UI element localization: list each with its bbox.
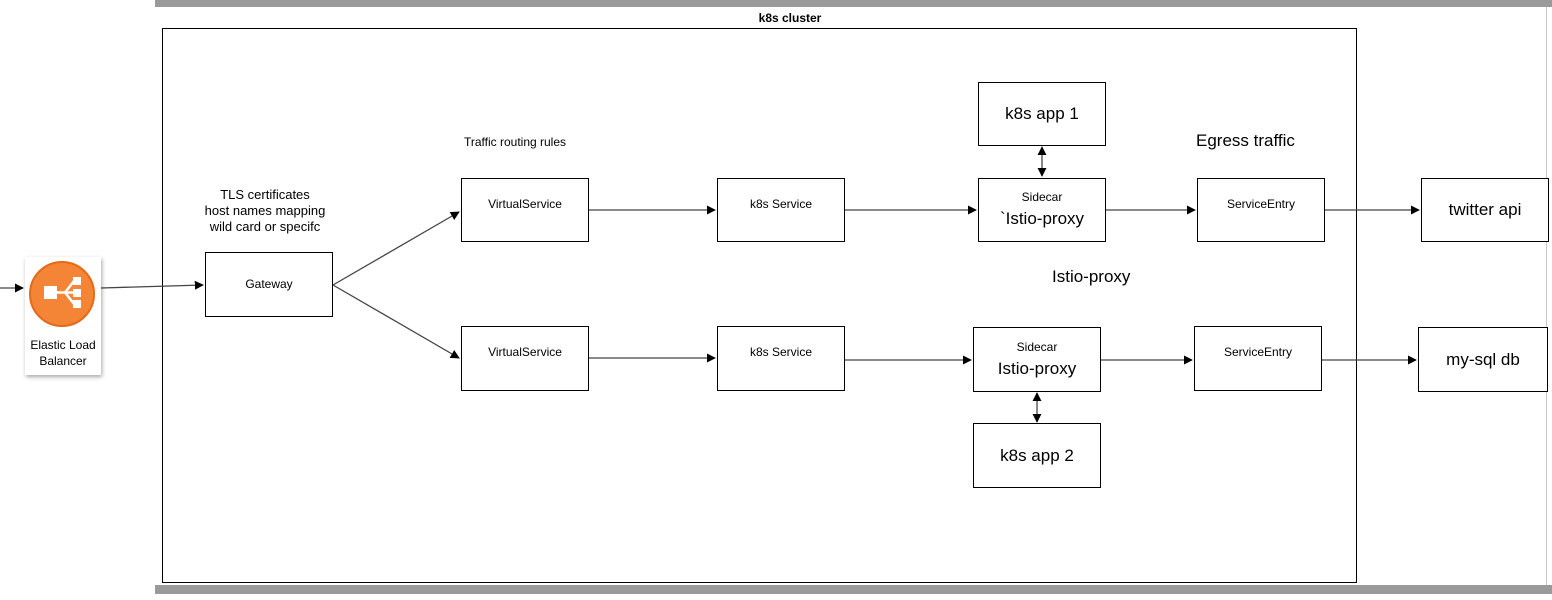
k8s-service-bottom-label: k8s Service bbox=[749, 345, 813, 359]
virtualservice-bottom-box: VirtualService bbox=[461, 326, 589, 391]
istio-proxy-note: Istio-proxy bbox=[1052, 267, 1131, 286]
arrow-gateway-to-vs-bottom bbox=[332, 284, 460, 359]
virtualservice-bottom-label: VirtualService bbox=[488, 345, 562, 359]
k8s-app-1-label: k8s app 1 bbox=[1005, 104, 1079, 124]
k8s-service-top-box: k8s Service bbox=[717, 178, 845, 242]
egress-traffic-note: Egress traffic bbox=[1196, 131, 1295, 150]
k8s-cluster-container bbox=[162, 28, 1357, 583]
tls-note-line2: host names mapping bbox=[204, 203, 326, 218]
cluster-title: k8s cluster bbox=[758, 11, 822, 25]
twitter-api-label: twitter api bbox=[1448, 200, 1522, 220]
gateway-label: Gateway bbox=[245, 276, 293, 291]
arrow-gateway-to-vs-top bbox=[332, 211, 460, 286]
sidecar-top-title: Sidecar bbox=[1021, 190, 1063, 205]
mysql-db-box: my-sql db bbox=[1418, 327, 1548, 392]
tls-notes: TLS certificates host names mapping wild… bbox=[190, 187, 340, 235]
elb-label: Elastic Load Balancer bbox=[30, 338, 96, 368]
serviceentry-bottom-label: ServiceEntry bbox=[1223, 345, 1293, 359]
tls-note-line1: TLS certificates bbox=[220, 187, 310, 202]
arrow-elb-to-gateway bbox=[100, 280, 204, 290]
virtualservice-top-label: VirtualService bbox=[488, 197, 562, 211]
k8s-app-2-box: k8s app 2 bbox=[973, 423, 1101, 488]
serviceentry-top-label: ServiceEntry bbox=[1226, 197, 1296, 211]
sidecar-bottom-box: Sidecar Istio-proxy bbox=[973, 327, 1101, 392]
gateway-box: Gateway bbox=[205, 252, 333, 317]
sidecar-bottom-subtitle: Istio-proxy bbox=[997, 358, 1077, 378]
k8s-service-top-label: k8s Service bbox=[749, 197, 813, 211]
k8s-app-1-box: k8s app 1 bbox=[978, 82, 1106, 146]
k8s-service-bottom-box: k8s Service bbox=[717, 326, 845, 391]
elastic-load-balancer: Elastic Load Balancer bbox=[25, 257, 101, 375]
frame-right-edge bbox=[1546, 7, 1547, 585]
tls-note-line3: wild card or specifc bbox=[209, 219, 321, 234]
sidecar-top-box: Sidecar `Istio-proxy bbox=[978, 178, 1106, 242]
mysql-db-label: my-sql db bbox=[1446, 349, 1520, 369]
sidecar-top-subtitle: `Istio-proxy bbox=[999, 209, 1085, 229]
virtualservice-top-box: VirtualService bbox=[461, 178, 589, 242]
serviceentry-bottom-box: ServiceEntry bbox=[1194, 326, 1322, 391]
sidecar-bottom-title: Sidecar bbox=[1016, 339, 1058, 354]
k8s-app-2-label: k8s app 2 bbox=[1000, 445, 1074, 465]
frame-top-band bbox=[155, 0, 1552, 7]
twitter-api-box: twitter api bbox=[1421, 178, 1549, 242]
serviceentry-top-box: ServiceEntry bbox=[1197, 178, 1325, 242]
elastic-load-balancer-icon bbox=[29, 261, 95, 327]
frame-bottom-band bbox=[155, 585, 1552, 594]
traffic-routing-note: Traffic routing rules bbox=[463, 135, 567, 149]
